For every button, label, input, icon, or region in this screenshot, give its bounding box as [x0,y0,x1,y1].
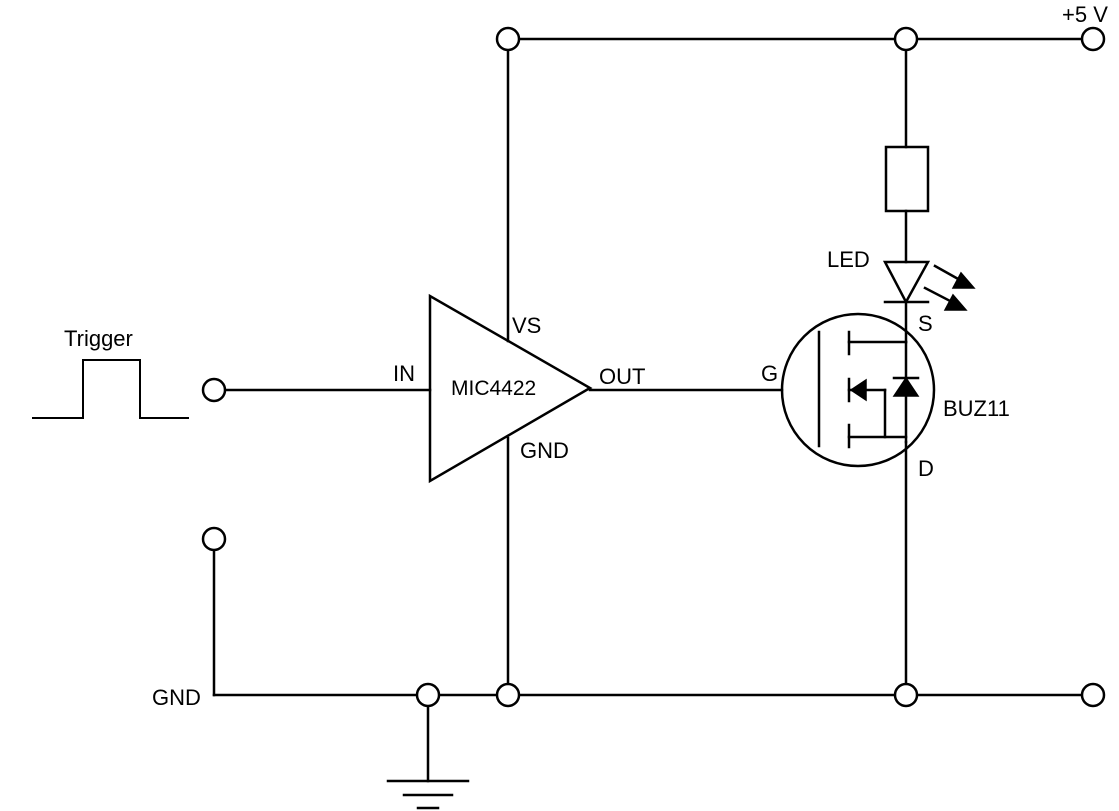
node-vs-top [495,26,521,52]
mosfet-source-label: S [918,311,933,336]
nodes [201,26,1106,708]
node-drain-junction [893,682,919,708]
node-driver-gnd [495,682,521,708]
supply-label: +5 V [1062,2,1108,27]
led-emission-arrows-icon [923,264,976,311]
node-earth-junction [415,682,441,708]
led-label: LED [827,247,870,272]
resistor [884,145,930,213]
node-supply-junction [893,26,919,52]
trigger-pulse-icon [32,359,189,419]
mosfet-body [780,312,936,468]
ground-terminal-top [201,526,227,552]
mosfet-drain-label: D [918,456,934,481]
body-diode-icon [892,376,920,397]
mosfet-buz11 [780,312,936,468]
trigger-label: Trigger [64,326,133,351]
mosfet-name-label: BUZ11 [943,396,1010,421]
ground-terminal-right [1080,682,1106,708]
trigger-input-terminal [201,377,227,403]
body-arrow-icon [849,378,867,402]
supply-terminal [1080,26,1106,52]
driver-out-label: OUT [599,364,645,389]
driver-vs-label: VS [512,313,541,338]
mosfet-gate-label: G [761,361,778,386]
led-triangle [882,260,931,305]
ground-label: GND [152,685,201,710]
driver-name-label: MIC4422 [451,377,536,400]
driver-in-label: IN [393,361,415,386]
driver-gnd-label: GND [520,438,569,463]
led-diode [882,260,931,305]
driver-triangle [428,293,593,484]
earth-ground-icon [386,779,470,810]
wires [212,37,1095,783]
